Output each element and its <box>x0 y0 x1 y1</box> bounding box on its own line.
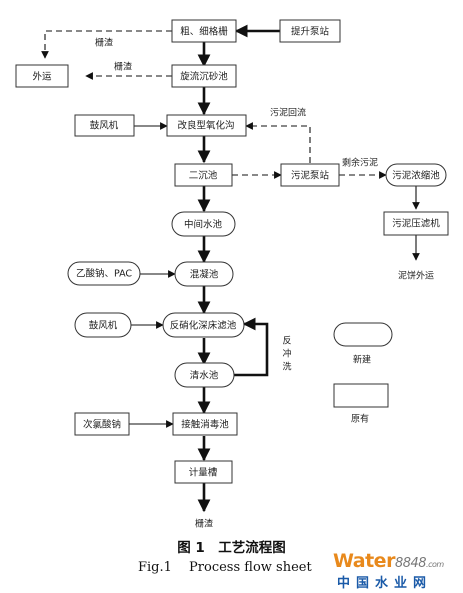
label-denitrification-filter: 反硝化深床滤池 <box>170 320 237 332</box>
watermark-logo: Water8848.com 中国水业网 <box>333 550 463 591</box>
label-effluent: 栅渣 <box>195 518 213 530</box>
watermark-number: 8848 <box>394 556 427 571</box>
label-contact-disinfection: 接触消毒池 <box>181 419 229 431</box>
legend-new-label: 新建 <box>353 354 371 366</box>
node-metering-tank <box>174 460 233 484</box>
label-vortex-grit: 旋流沉砂池 <box>180 71 228 83</box>
label-sludge-pump: 污泥泵站 <box>291 170 330 182</box>
label-metering-tank: 计量槽 <box>189 467 218 479</box>
watermark-subtitle: 中国水业网 <box>337 576 433 591</box>
watermark-main: Water8848.com <box>333 550 444 572</box>
node-blower-1 <box>74 114 135 137</box>
node-coarse-fine-screen <box>171 19 237 43</box>
legend-existing-swatch <box>333 383 389 408</box>
watermark-word: Water <box>333 550 395 572</box>
node-clear-water <box>174 362 235 388</box>
node-lift-pump <box>279 19 341 43</box>
label-chemicals: 乙酸钠、PAC <box>76 268 132 280</box>
figure-caption-en: Fig.1 Process flow sheet <box>138 560 312 575</box>
node-sludge-pump <box>280 163 340 187</box>
label-intermediate-pool: 中间水池 <box>184 219 223 231</box>
label-sodium-hypochlorite: 次氯酸钠 <box>83 419 121 431</box>
label-excess-sludge: 剩余污泥 <box>342 157 378 169</box>
label-coarse-fine-screen: 粗、细格栅 <box>180 26 228 38</box>
label-clear-water: 清水池 <box>190 370 219 382</box>
node-coagulation <box>174 261 234 287</box>
label-sludge-thickener: 污泥浓缩池 <box>392 170 440 182</box>
node-denitrification-filter <box>162 312 245 338</box>
node-chemicals <box>67 261 141 286</box>
figure-caption-zh: 图 1 工艺流程图 <box>177 540 286 556</box>
node-oxidation-ditch <box>166 114 247 137</box>
label-secondary-clarifier: 二沉池 <box>189 170 218 182</box>
label-backwash-1: 反 <box>282 336 291 347</box>
node-vortex-grit <box>171 64 237 88</box>
label-sludge-return: 污泥回流 <box>270 107 306 119</box>
label-sludge-filter-press: 污泥压滤机 <box>392 218 440 230</box>
watermark-suffix: .com <box>426 560 444 569</box>
label-backwash-3: 洗 <box>282 361 291 373</box>
node-sludge-thickener <box>385 163 447 187</box>
legend-existing-label: 原有 <box>351 413 369 425</box>
node-secondary-clarifier <box>174 163 233 187</box>
node-contact-disinfection <box>172 412 238 436</box>
node-blower-2 <box>74 312 132 338</box>
label-blower-1: 鼓风机 <box>90 120 119 132</box>
node-sodium-hypochlorite <box>74 412 130 436</box>
label-backwash-2: 冲 <box>282 348 291 360</box>
label-lift-pump: 提升泵站 <box>291 26 330 38</box>
label-screenings-1: 栅渣 <box>95 37 113 49</box>
label-outward-transport: 外运 <box>32 71 52 83</box>
label-cake-out: 泥饼外运 <box>398 270 434 282</box>
node-outward-transport <box>15 64 69 88</box>
legend-new-swatch <box>333 322 393 347</box>
node-intermediate-pool <box>171 211 236 237</box>
label-coagulation: 混凝池 <box>190 269 219 281</box>
label-screenings-2: 栅渣 <box>114 61 132 73</box>
node-sludge-filter-press <box>383 211 449 236</box>
label-blower-2: 鼓风机 <box>89 320 118 332</box>
label-oxidation-ditch: 改良型氧化沟 <box>177 120 234 132</box>
